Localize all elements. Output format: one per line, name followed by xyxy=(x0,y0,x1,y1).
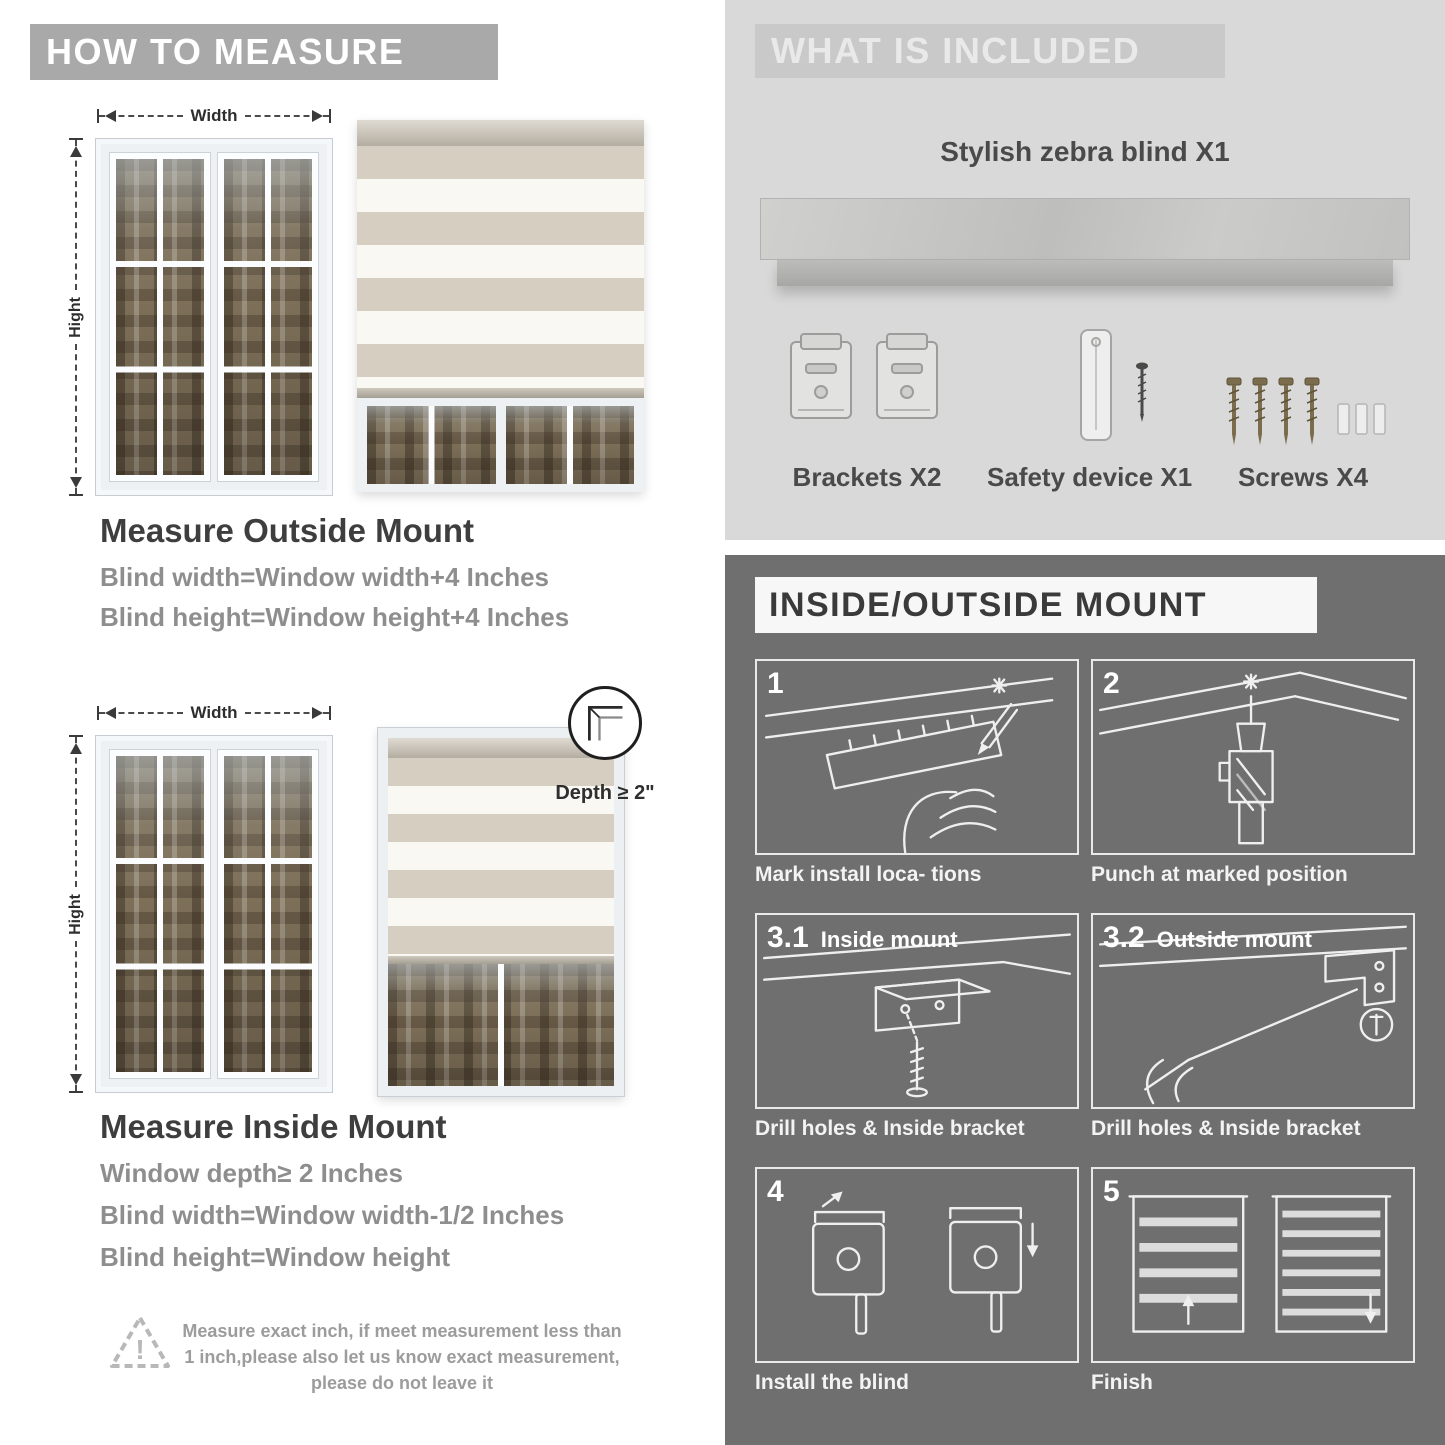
mount-banner: INSIDE/OUTSIDE MOUNT xyxy=(755,577,1317,633)
height-label: Hight xyxy=(67,893,84,935)
step-4: 4 Insta xyxy=(755,1167,1079,1395)
step-1-box: 1 xyxy=(755,659,1079,855)
step-2: 2 Punch xyxy=(1091,659,1415,887)
width-label: Width xyxy=(190,106,238,125)
step-2-box: 2 xyxy=(1091,659,1415,855)
mount-instructions-section: INSIDE/OUTSIDE MOUNT 1 xyxy=(725,555,1445,1445)
height-arrow-inside: Hight xyxy=(66,735,86,1093)
blind-headrail xyxy=(357,120,644,146)
step-3-2: 3.2 Outside mount Dri xyxy=(1091,913,1415,1141)
inside-mount-line2: Blind width=Window width-1/2 Inches xyxy=(100,1200,565,1230)
what-is-included-section: WHAT IS INCLUDED Stylish zebra blind X1 xyxy=(725,0,1445,540)
step-number: 5 xyxy=(1103,1175,1120,1208)
warning-triangle-icon: ! xyxy=(110,1316,170,1368)
height-label: Hight xyxy=(67,296,84,338)
step-number: 1 xyxy=(767,667,784,700)
window-illustration-outside xyxy=(95,138,333,496)
inside-mount-line1: Window depth≥ 2 Inches xyxy=(100,1158,403,1188)
step-2-caption: Punch at marked position xyxy=(1091,863,1348,886)
measurement-warning-text: Measure exact inch, if meet measurement … xyxy=(182,1321,622,1394)
blind-bottom-rail xyxy=(357,388,644,398)
blind-headrail-illustration xyxy=(760,198,1410,260)
step-1: 1 xyxy=(755,659,1079,887)
step-4-box: 4 xyxy=(755,1167,1079,1363)
outside-bracket-illustration xyxy=(1099,925,1407,1105)
warning-exclamation: ! xyxy=(135,1334,144,1365)
step-number: 3.2 xyxy=(1103,921,1145,954)
window-illustration-inside xyxy=(95,735,333,1093)
install-blind-illustration xyxy=(811,1191,1039,1335)
brackets-label: Brackets X2 xyxy=(792,462,942,492)
window-glass-below-blind xyxy=(388,964,614,1086)
step-title: Inside mount xyxy=(820,927,958,952)
step-number: 2 xyxy=(1103,667,1120,700)
blind-stripes xyxy=(388,758,614,956)
inside-bracket-illustration xyxy=(763,933,1071,1098)
width-arrow-inside: Width xyxy=(97,703,331,723)
step-title: Outside mount xyxy=(1156,927,1312,952)
brackets-icon xyxy=(790,333,938,419)
step-4-caption: Install the blind xyxy=(755,1371,910,1394)
window-sash xyxy=(110,153,210,481)
blind-bottom-rail xyxy=(388,956,614,964)
width-arrow-outside: Width xyxy=(97,106,331,126)
how-to-measure-banner: HOW TO MEASURE xyxy=(30,24,498,80)
safety-device-icon xyxy=(1080,329,1148,441)
step-3-2-caption: Drill holes & Inside bracket xyxy=(1091,1117,1361,1140)
outside-mount-line1: Blind width=Window width+4 Inches xyxy=(100,562,549,592)
finished-blinds-illustration xyxy=(1128,1195,1392,1333)
zebra-blind-outside-illustration xyxy=(357,120,644,492)
outside-mount-heading: Measure Outside Mount xyxy=(100,512,475,549)
step-5-box: 5 xyxy=(1091,1167,1415,1363)
product-title: Stylish zebra blind X1 xyxy=(940,136,1230,167)
step-5: 5 xyxy=(1091,1167,1415,1395)
blind-headrail xyxy=(388,738,614,758)
depth-note: Depth ≥ 2" xyxy=(555,782,655,804)
window-below-blind xyxy=(357,398,644,492)
frame-corner-icon xyxy=(588,706,623,741)
screws-and-anchors-icon xyxy=(1226,377,1386,445)
safety-device-label: Safety device X1 xyxy=(987,462,1193,492)
step-number: 3.1 xyxy=(767,921,809,954)
drill-illustration xyxy=(1099,671,1407,845)
step-3-1-box: 3.1 Inside mount xyxy=(755,913,1079,1109)
window-sash xyxy=(110,750,210,1078)
screws-label: Screws X4 xyxy=(1237,462,1369,492)
width-label: Width xyxy=(190,703,238,722)
blind-stripes xyxy=(357,146,644,388)
step-number: 4 xyxy=(767,1175,784,1208)
step-3-2-box: 3.2 Outside mount xyxy=(1091,913,1415,1109)
blind-bottom-bar-illustration xyxy=(777,260,1393,286)
step-3-1: 3.1 Inside mount xyxy=(755,913,1079,1141)
window-sash xyxy=(218,750,318,1078)
window-sash xyxy=(218,153,318,481)
outside-mount-line2: Blind height=Window height+4 Inches xyxy=(100,602,570,632)
height-arrow-outside: Hight xyxy=(66,138,86,496)
mark-location-illustration xyxy=(764,677,1054,853)
inside-mount-line3: Blind height=Window height xyxy=(100,1242,450,1272)
step-3-1-caption: Drill holes & Inside bracket xyxy=(755,1117,1025,1140)
step-5-caption: Finish xyxy=(1091,1371,1153,1394)
what-is-included-banner: WHAT IS INCLUDED xyxy=(755,24,1225,78)
inside-mount-heading: Measure Inside Mount xyxy=(100,1108,447,1145)
step-1-caption: Mark install loca- tions xyxy=(755,863,982,886)
depth-callout-circle xyxy=(568,686,642,760)
zebra-blind-inside-illustration xyxy=(378,728,624,1096)
